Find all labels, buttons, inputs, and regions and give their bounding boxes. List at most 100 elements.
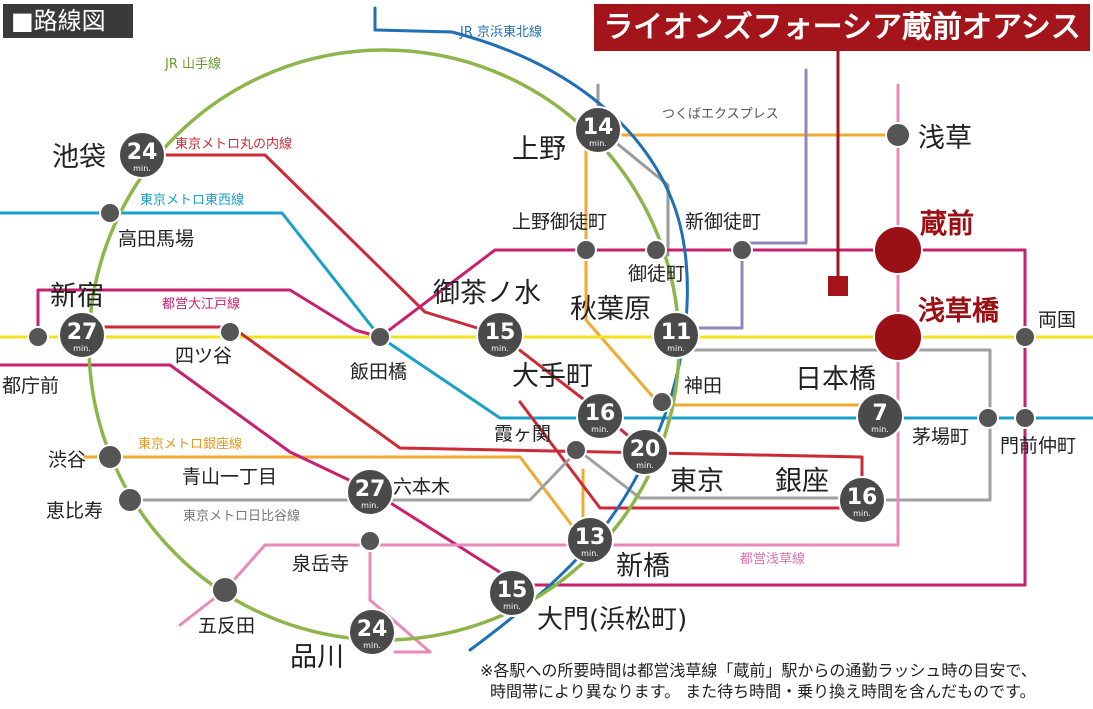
label-tsukuba-express: つくばエクスプレス [662,107,779,122]
station-name-asakusabashi: 浅草橋 [918,296,1000,327]
property-name-banner: ライオンズフォーシア蔵前オアシス [594,4,1090,51]
station-dot-sengakuji [359,530,381,552]
station-dot-kayabacho [977,407,999,429]
badge-minutes-roppongi: 27 [355,477,386,502]
station-dot-kanda [651,391,673,413]
station-name-iidabashi: 飯田橋 [350,361,407,383]
line-oedo [0,248,1027,587]
station-dot-shin-okachimachi [731,239,753,261]
station-dot-gotanda [211,576,239,604]
footnote-line-1: ※各駅への所要時間は都営浅草線「蔵前」駅からの通勤ラッシュ時の目安で、 [480,661,1037,680]
badge-unit-ikebukuro: min. [133,164,151,173]
badge-minutes-daimon: 15 [497,578,528,603]
station-name-roppongi: 六本木 [393,476,450,498]
station-name-okachimachi: 御徒町 [628,263,685,285]
station-name-daimon: 大門(浜松町) [537,605,687,635]
station-name-ryogoku: 両国 [1038,309,1076,331]
badge-circle-shinjuku [58,311,106,359]
badge-circle-shimbashi [566,516,614,564]
badge-circle-akihabara [652,311,700,359]
station-name-otemachi: 大手町 [512,361,593,392]
station-dot-kuramae [873,225,923,275]
label-jr-yamanote: JR 山手線 [164,56,221,72]
station-dot-kasumigaseki [565,439,587,461]
badge-minutes-ueno: 14 [583,115,614,140]
station-dot-ryogoku [1014,326,1036,348]
station-name-akihabara: 秋葉原 [570,294,651,325]
badge-unit-shimbashi: min. [581,549,599,558]
badge-unit-nihonbashi: min. [871,425,889,434]
badge-circle-ochanomizu [476,311,524,359]
badge-unit-shinagawa: min. [363,641,381,650]
badge-circle-tokyo [621,428,669,476]
station-name-shinjuku: 新宿 [50,281,104,312]
badge-minutes-otemachi: 16 [585,401,616,426]
badge-minutes-ikebukuro: 24 [127,140,158,165]
badge-minutes-akihabara: 11 [661,320,692,345]
badge-circle-ueno [574,106,622,154]
badge-unit-shinjuku: min. [73,344,91,353]
station-name-tokyo: 東京 [670,466,724,497]
station-name-ginza: 銀座 [775,466,829,497]
station-name-ueno-okachimachi: 上野御徒町 [512,211,607,233]
label-toei-oedo: 都営大江戸線 [162,296,240,312]
badge-unit-ochanomizu: min. [491,344,509,353]
station-dot-asakusa [885,122,911,148]
badge-circle-daimon [488,569,536,617]
badge-minutes-nihonbashi: 7 [872,401,887,426]
badge-unit-roppongi: min. [361,501,379,510]
station-dot-iidabashi [369,326,391,348]
badge-circle-shinagawa [348,608,396,656]
station-name-ochanomizu: 御茶ノ水 [433,278,541,309]
badge-minutes-shimbashi: 13 [575,525,606,550]
station-dot-shibuya [97,444,123,470]
label-jr-keihin-tohoku: JR 京浜東北線 [459,24,542,40]
station-name-ueno: 上野 [512,134,566,165]
station-dot-asakusabashi [873,312,923,362]
station-dot-takadanobaba [99,202,121,224]
station-name-shimbashi: 新橋 [616,551,670,582]
badge-unit-ueno: min. [589,139,607,148]
badge-minutes-shinagawa: 24 [357,617,388,642]
badge-circle-ikebukuro [118,131,166,179]
label-metro-marunouchi: 東京メトロ丸の内線 [175,136,292,152]
property-marker [828,276,848,296]
label-toei-asakusa: 都営浅草線 [740,551,805,567]
station-name-ebisu: 恵比寿 [46,500,103,522]
station-name-shinagawa: 品川 [290,642,344,673]
badge-unit-tokyo: min. [636,461,654,470]
badge-circle-nihonbashi [856,392,904,440]
station-dot-yotsuya [219,321,241,343]
station-name-tochomae: 都庁前 [2,375,59,397]
section-label: ■路線図 [3,4,133,38]
station-name-sengakuji: 泉岳寺 [292,553,349,575]
station-name-kayabacho: 茅場町 [912,426,969,448]
station-name-shin-okachimachi: 新御徒町 [685,211,761,233]
station-name-nihonbashi: 日本橋 [795,364,876,395]
station-name-kuramae: 蔵前 [920,208,974,240]
station-dot-ebisu [117,487,143,513]
timed-station-badges: 24min.27min.14min.15min.11min.16min.20mi… [58,106,904,656]
station-name-yotsuya: 四ツ谷 [175,345,232,367]
station-name-monzen-nakacho: 門前仲町 [1000,435,1076,457]
station-name-kanda: 神田 [684,375,722,397]
station-name-asakusa: 浅草 [918,123,972,154]
station-name-kasumigaseki: 霞ヶ関 [494,423,551,445]
station-name-shibuya: 渋谷 [48,449,86,471]
label-metro-hibiya: 東京メトロ日比谷線 [183,508,300,524]
station-dot-monzen-nakacho [1014,407,1036,429]
station-dot-ueno-okachimachi [575,239,597,261]
badge-circle-roppongi [346,468,394,516]
badge-minutes-tokyo: 20 [630,437,661,462]
badge-unit-akihabara: min. [667,344,685,353]
